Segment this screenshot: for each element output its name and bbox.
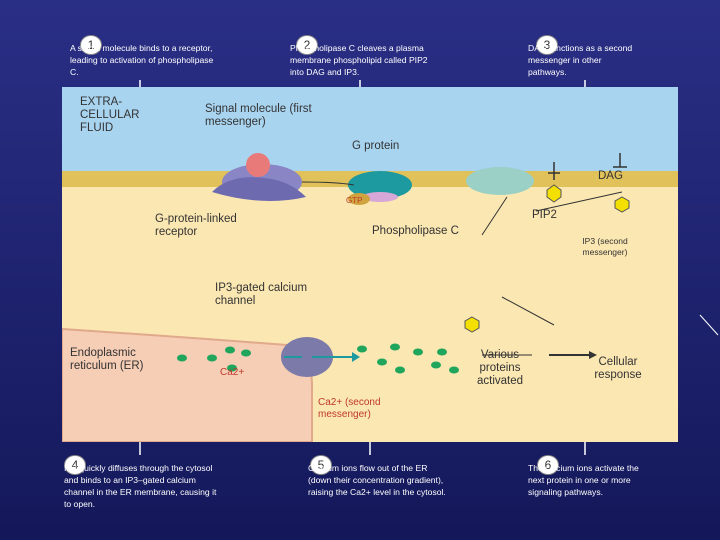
diagram-panel <box>62 87 678 442</box>
gtp-molecule <box>348 193 370 205</box>
extracellular-label: EXTRA-CELLULAR FLUID <box>80 96 140 134</box>
g-protein-subunit <box>362 192 398 202</box>
pip2-leader <box>535 191 623 212</box>
g-protein <box>348 171 412 199</box>
ip3-molecule <box>464 316 480 333</box>
pip2-label: PIP2 <box>532 209 557 221</box>
g-protein-label: G protein <box>352 140 400 152</box>
step-caption: The calcium ions activate the next prote… <box>528 463 639 497</box>
ip3-channel-label: IP3-gated calcium channel <box>215 282 308 307</box>
signal-molecule <box>246 153 270 177</box>
step-number: 4 <box>64 455 86 475</box>
step-number: 5 <box>310 455 332 475</box>
step-caption: IP3 quickly diffuses through the cytosol… <box>64 463 217 509</box>
step-number: 3 <box>536 35 558 55</box>
various-proteins-label: Various proteins activated <box>476 349 524 387</box>
pip2-glyph <box>546 184 562 203</box>
er-label: Endoplasmic reticulum (ER) <box>70 347 144 372</box>
ca-second-label: Ca2+ (second messenger) <box>318 397 381 420</box>
ip3-molecule <box>614 196 630 213</box>
calcium-ions-cytosol <box>357 343 459 374</box>
calcium-channel <box>281 337 333 377</box>
step-number: 2 <box>296 35 318 55</box>
step-caption: A signal molecule binds to a receptor, l… <box>70 43 214 77</box>
gpcr-receptor-body <box>212 177 306 201</box>
calcium-flow-arrowhead <box>352 352 360 362</box>
calcium-ions-er <box>177 346 251 372</box>
arrow-to-response-head <box>589 351 597 359</box>
signal-molecule-label: Signal molecule (first messenger) <box>205 103 312 128</box>
gtp-label: GTP <box>346 196 363 205</box>
dag-glyph-right <box>613 153 627 168</box>
step-number: 1 <box>80 35 102 55</box>
phospholipase-leader <box>481 196 508 236</box>
ip3-diffuse-arrow <box>501 296 555 326</box>
step-number: 6 <box>537 455 559 475</box>
ca-er-label: Ca2+ <box>220 367 245 378</box>
cellular-response-label: Cellular response <box>594 356 642 381</box>
dag-glyph <box>548 162 560 180</box>
phospholipase-label: Phospholipase C <box>372 225 459 237</box>
ip3-label: IP3 (second messenger) <box>582 236 628 257</box>
phospholipase-c <box>466 167 534 195</box>
diagram-canvas <box>62 87 678 442</box>
step-caption: DAG functions as a second messenger in o… <box>528 43 633 77</box>
extracellular-region <box>62 87 678 177</box>
step-caption: Calcium ions flow out of the ER (down th… <box>308 463 446 497</box>
step-caption: Phospholipase C cleaves a plasma membran… <box>290 43 428 77</box>
gpcr-label: G-protein-linked receptor <box>155 213 237 238</box>
dag-label: DAG <box>598 170 623 182</box>
receptor-to-gprotein-line <box>301 181 355 186</box>
